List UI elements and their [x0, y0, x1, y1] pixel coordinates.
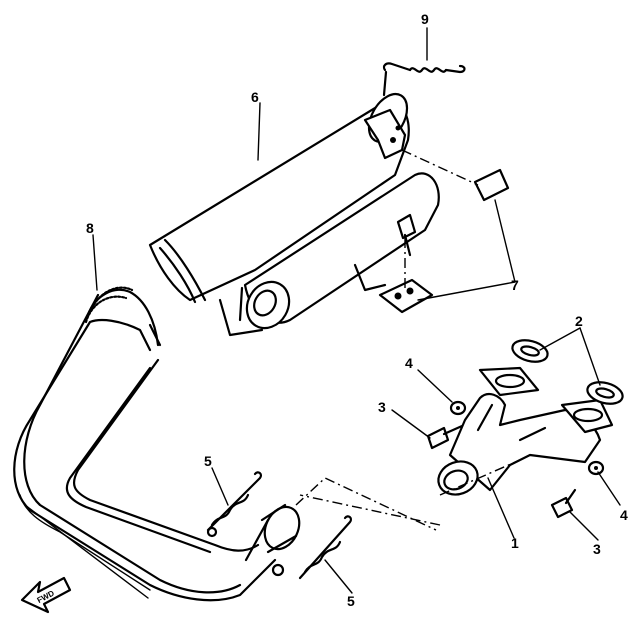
callout-3-left: 3 — [378, 399, 386, 415]
muffler — [148, 93, 440, 337]
rubber-damper — [378, 168, 510, 314]
nut-right — [587, 460, 605, 476]
callout-6: 6 — [251, 89, 259, 105]
forward-arrow: FWD — [20, 576, 72, 614]
callout-5-upper: 5 — [204, 453, 212, 469]
gasket-left — [511, 339, 549, 363]
gasket-right — [586, 381, 624, 405]
callout-5-lower: 5 — [347, 593, 355, 609]
spring-top — [382, 62, 466, 97]
bolt-right — [550, 488, 577, 519]
bolt-left — [426, 424, 464, 450]
head-pipe — [13, 293, 301, 602]
muffler-band — [84, 286, 160, 347]
callout-4-left: 4 — [405, 355, 413, 371]
spring-lower-right — [271, 515, 353, 580]
callout-7: 7 — [511, 277, 519, 293]
callout-8: 8 — [86, 220, 94, 236]
nut-left — [449, 400, 467, 416]
joint-pipe — [437, 366, 614, 496]
callout-4-right: 4 — [620, 507, 628, 523]
callout-1: 1 — [511, 535, 519, 551]
leader-lines — [92, 27, 621, 594]
callout-9: 9 — [421, 11, 429, 27]
spring-lower-left — [206, 471, 263, 538]
callout-2: 2 — [575, 313, 583, 329]
callout-3-right: 3 — [593, 541, 601, 557]
